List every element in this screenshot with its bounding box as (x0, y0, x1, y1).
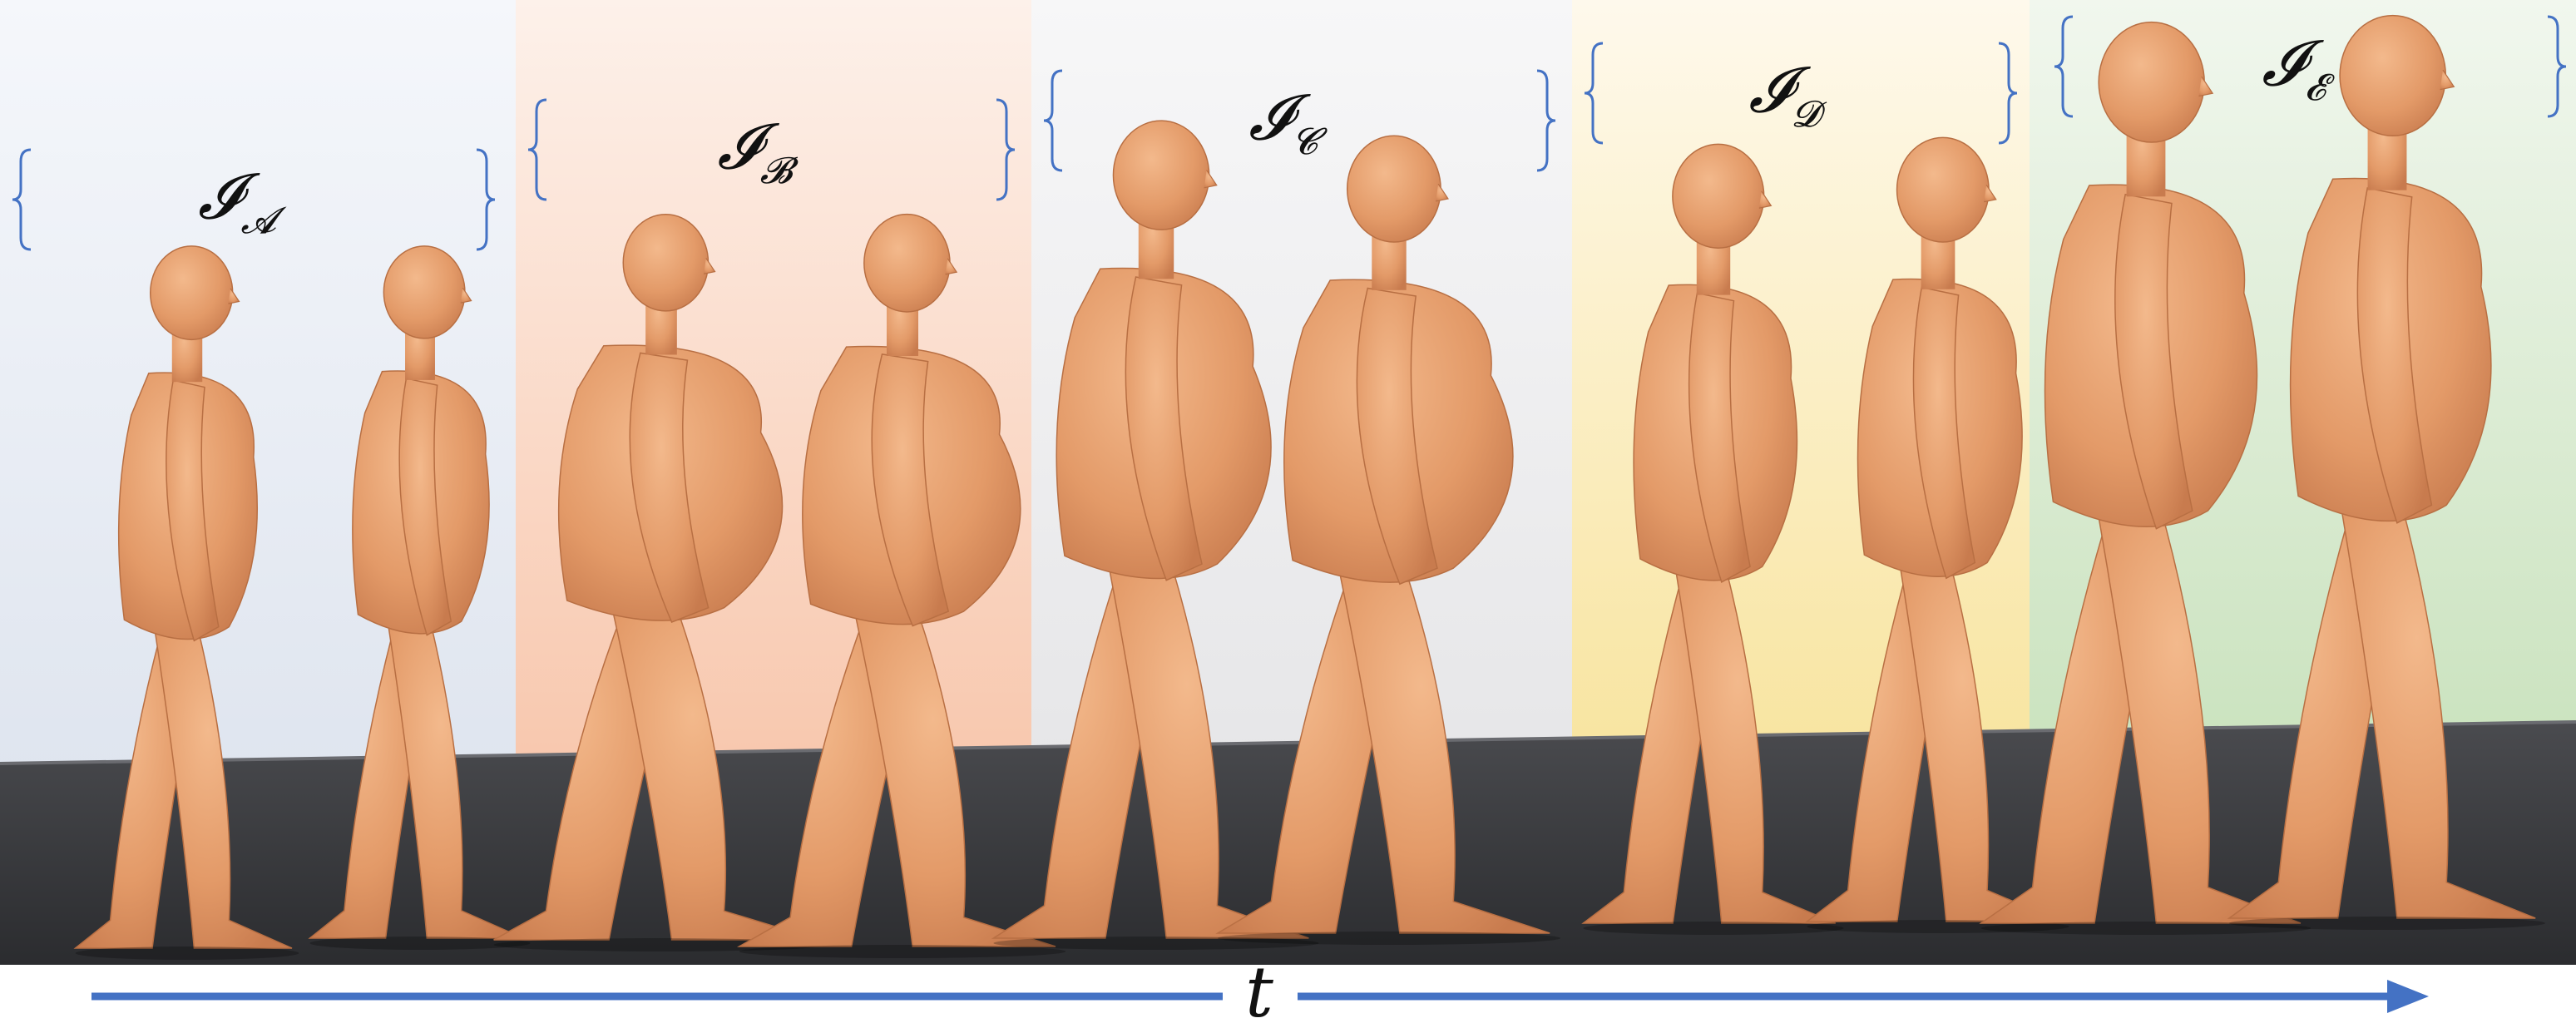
person-d-2-head (1896, 136, 1990, 243)
person-d-2-nose (1984, 185, 1997, 203)
person-e-2-head (2339, 14, 2447, 137)
person-a-1-shadow (75, 946, 299, 960)
person-d-1-arm (1688, 292, 1751, 584)
left-brace-d (1584, 42, 1604, 145)
person-d-2-arm (1912, 286, 1976, 580)
person-a-2-front-leg (384, 607, 524, 939)
person-e-1-nose (2198, 76, 2214, 97)
person-d-1 (1581, 143, 1844, 935)
person-e-1-head (2098, 21, 2205, 143)
person-c-1-front-leg (1105, 547, 1309, 939)
person-b-2-arm (871, 353, 950, 627)
person-e-2-shadow (2228, 917, 2546, 930)
person-e-1-arm (2114, 193, 2193, 530)
person-c-2-front-leg (1334, 551, 1550, 934)
person-c-2-head (1346, 135, 1441, 243)
left-brace-e (2054, 15, 2074, 118)
person-c-1-nose (1204, 170, 1218, 189)
time-arrow-head (2387, 980, 2429, 1013)
person-b-2 (736, 213, 1066, 958)
person-b-2-head (863, 213, 951, 313)
right-brace-d (1998, 42, 2018, 145)
person-d-1-shadow (1583, 922, 1844, 935)
person-a-1-arm (166, 379, 220, 642)
person-e-1-front-leg (2094, 492, 2302, 924)
person-d-2 (1805, 136, 2069, 933)
right-brace-e (2547, 15, 2567, 118)
person-b-1-head (622, 213, 710, 312)
person-e-2-arm (2356, 187, 2433, 524)
left-brace-c (1043, 69, 1063, 172)
brace-d (1584, 42, 2018, 145)
left-brace-a (12, 148, 32, 251)
brace-b (527, 98, 1016, 201)
person-a-1 (73, 245, 299, 960)
person-b-1 (493, 213, 829, 951)
right-brace-c (1536, 69, 1556, 172)
person-a-1-front-leg (151, 612, 293, 949)
person-c-1-arm (1125, 276, 1203, 581)
person-a-1-head (149, 245, 234, 341)
person-c-2 (1215, 135, 1561, 945)
person-c-1 (991, 120, 1319, 950)
person-a-2-nose (460, 287, 472, 304)
interval-braces (12, 15, 2567, 251)
person-d-1-nose (1758, 190, 1773, 209)
person-b-2-front-leg (850, 596, 1056, 947)
person-e-2-nose (2440, 69, 2455, 91)
brace-c (1043, 69, 1556, 172)
person-e-2 (2227, 14, 2546, 930)
person-d-1-head (1672, 143, 1765, 249)
person-e-2-front-leg (2336, 487, 2536, 919)
person-c-2-arm (1356, 287, 1438, 586)
person-a-2 (308, 245, 531, 950)
person-a-1-nose (228, 288, 240, 304)
brace-a (12, 148, 496, 251)
person-a-2-shadow (309, 937, 531, 950)
right-brace-a (476, 148, 496, 251)
person-e-1 (1979, 21, 2311, 935)
brace-e (2054, 15, 2567, 118)
person-b-1-front-leg (608, 593, 819, 941)
time-axis: t (91, 951, 2429, 1028)
person-b-1-shadow (493, 938, 829, 951)
person-b-1-arm (629, 352, 710, 624)
person-e-1-shadow (1980, 922, 2311, 935)
person-c-1-shadow (993, 937, 1319, 950)
person-b-2-nose (945, 258, 958, 275)
person-a-2-head (383, 245, 466, 339)
person-b-1-nose (704, 258, 716, 274)
person-c-1-head (1112, 120, 1210, 230)
person-d-1-front-leg (1672, 551, 1837, 924)
human-figures (73, 14, 2546, 960)
person-b-2-shadow (739, 945, 1066, 958)
person-a-2-arm (398, 378, 452, 636)
right-brace-b (996, 98, 1016, 201)
time-axis-label: t (1245, 951, 1273, 1028)
person-c-2-shadow (1217, 932, 1561, 945)
person-c-2-nose (1436, 183, 1449, 202)
left-brace-b (527, 98, 547, 201)
